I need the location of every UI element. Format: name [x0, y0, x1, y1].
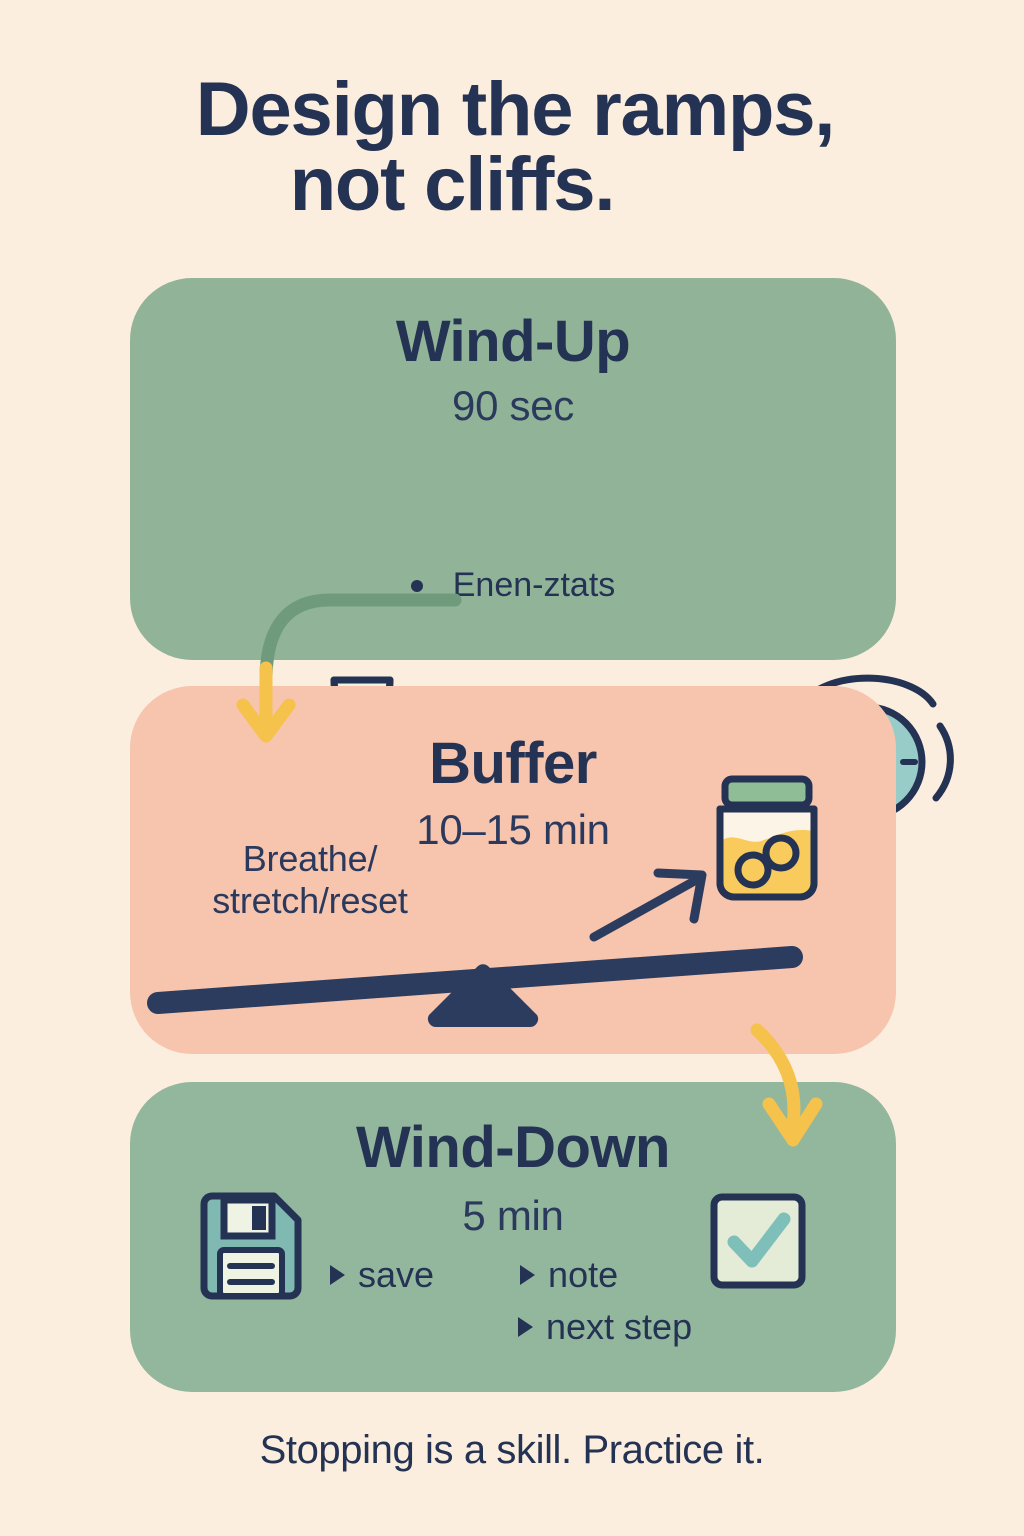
card-buffer-side-text: Breathe/ stretch/reset [160, 838, 460, 923]
card-wind-up: Wind-Up 90 sec Enen-ztats [130, 278, 954, 825]
triangle-bullet-icon [518, 1317, 533, 1337]
diagonal-arrow-icon [586, 865, 716, 950]
floppy-disk-save-icon [196, 1192, 306, 1309]
step-item-note: note [520, 1254, 618, 1296]
step-label-save: save [358, 1254, 435, 1295]
step-label-next-step: next step [546, 1306, 693, 1347]
card-wind-down-title: Wind-Down [356, 1115, 670, 1180]
checkbox-checked-icon[interactable] [708, 1192, 808, 1295]
triangle-bullet-icon [330, 1265, 345, 1285]
card-buffer-side-line-1: Breathe/ [242, 838, 378, 879]
triangle-bullet-icon [520, 1265, 536, 1285]
step-item-save: save [330, 1254, 434, 1296]
steps-row-2: next step [330, 1306, 830, 1348]
card-wind-down-duration: 5 min [462, 1192, 564, 1239]
card-wind-up-duration: 90 sec [452, 382, 574, 429]
card-buffer: Buffer 10–15 min Breathe/ stretch/reset [130, 686, 896, 1054]
card-buffer-duration: 10–15 min [416, 806, 610, 853]
card-wind-down: Wind-Down 5 min save note next step [130, 1082, 896, 1392]
card-buffer-title: Buffer [429, 731, 597, 796]
title-line-1: Design the ramps, [195, 67, 836, 152]
card-wind-down-steps: save note next step [330, 1254, 830, 1358]
jar-icon [707, 775, 827, 910]
seesaw-balance-icon [140, 915, 820, 1040]
page-title: Design the ramps, not cliffs. [0, 67, 1024, 228]
step-label-note: note [548, 1254, 619, 1295]
card-wind-up-bullet-row: Enen-ztats [130, 566, 896, 605]
title-line-2: not cliffs. [289, 142, 616, 228]
steps-row-1: save note [330, 1254, 830, 1296]
card-wind-up-title: Wind-Up [395, 309, 631, 374]
footer-tagline: Stopping is a skill. Practice it. [259, 1428, 765, 1472]
card-buffer-side-line-2: stretch/reset [212, 880, 408, 922]
bullet-dot-icon [410, 579, 423, 592]
card-wind-up-bullet-label: Enen-ztats [452, 566, 616, 604]
step-item-next-step: next step [518, 1306, 692, 1348]
